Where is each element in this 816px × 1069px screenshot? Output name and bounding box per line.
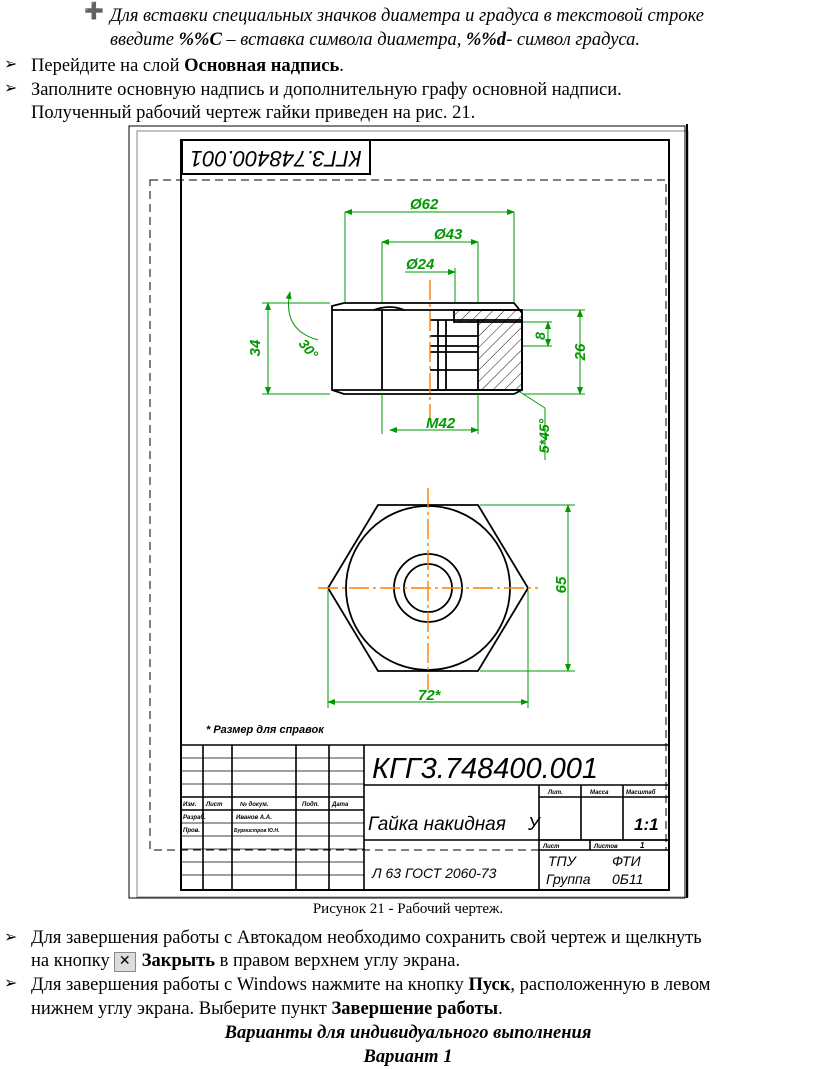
text-line: Для завершения работы с Windows нажмите …	[31, 973, 711, 997]
text-span: – вставка символа диаметра,	[221, 30, 466, 50]
dim-chamfer: 5*45°	[536, 418, 552, 453]
dim-d24: Ø24	[406, 256, 435, 273]
dim-d26: 26	[572, 343, 589, 361]
text-span: в правом верхнем углу экрана.	[215, 951, 461, 971]
row-prov-name: Бурмистров Ю.Н.	[234, 828, 279, 834]
header-sheets: Листов	[593, 844, 618, 850]
text-span: Пуск	[468, 975, 511, 995]
reference-note: * Размер для справок	[206, 724, 325, 736]
org-1: ТПУ	[548, 853, 578, 869]
text-line: Перейдите на слой Основная надпись.	[31, 54, 344, 78]
code-box-top	[181, 139, 371, 175]
row-izm: Изм.	[183, 802, 197, 808]
scale-value: 1:1	[634, 815, 659, 834]
text-span: , расположенную в левом	[510, 975, 711, 995]
dimensions-top	[327, 504, 575, 708]
dim-d62: Ø62	[410, 196, 439, 213]
chevron-bullet-icon: ➢	[4, 929, 18, 946]
text-span: введите	[110, 30, 179, 50]
text-span: %%d	[465, 30, 507, 50]
material-value: Л 63 ГОСТ 2060-73	[371, 865, 497, 881]
code-top-label: КГГ3.748400.001	[190, 146, 361, 171]
chevron-bullet-icon: ➢	[4, 975, 18, 992]
sheets-count: 1	[640, 841, 645, 850]
org-2: ФТИ	[612, 853, 642, 869]
section-heading: Варианты для индивидуального выполнения	[224, 1023, 592, 1043]
text-span: Закрыть	[141, 951, 216, 971]
front-view	[331, 302, 523, 395]
text-span: - символ градуса.	[506, 30, 641, 50]
text-span: Основная надпись	[184, 56, 340, 76]
text-span: на кнопку	[31, 951, 110, 971]
text-line: на кнопку✕Закрыть в правом верхнем углу …	[31, 949, 460, 973]
letter-value: У	[527, 814, 541, 834]
text-line: Заполните основную надпись и дополнитель…	[31, 80, 622, 100]
header-lit: Лит.	[547, 790, 563, 796]
group-number: 0Б11	[612, 871, 643, 887]
print-area	[149, 179, 667, 851]
group-label: Группа	[546, 871, 591, 887]
text-span: %%С	[178, 30, 222, 50]
title-block	[181, 744, 669, 890]
dim-m42: M42	[426, 415, 456, 432]
close-icon[interactable]: ✕	[113, 951, 136, 972]
header-mass: Масса	[590, 790, 609, 796]
text-span: Для завершения работы с Windows нажмите …	[31, 975, 469, 995]
title-block-rows	[181, 757, 364, 876]
text-span: нижнем углу экрана. Выберите пункт	[31, 999, 332, 1019]
text-line: нижнем углу экрана. Выберите пункт Завер…	[31, 997, 503, 1021]
chevron-bullet-icon: ➢	[4, 56, 18, 73]
dim-d43: Ø43	[434, 226, 463, 243]
dim-h34: 34	[247, 339, 264, 356]
text-line: Для вставки специальных значков диаметра…	[110, 6, 705, 26]
drawing-border	[180, 139, 670, 891]
row-prov: Пров.	[183, 828, 200, 834]
dimensions-front	[262, 209, 585, 460]
text-line: Полученный рабочий чертеж гайки приведен…	[31, 103, 476, 123]
text-line: Для завершения работы с Автокадом необхо…	[31, 928, 702, 948]
text-span: Перейдите на слой	[31, 56, 185, 76]
dim-d65: 65	[553, 576, 570, 593]
row-razrab: Разраб.	[183, 814, 206, 821]
arrow-bullet-icon: ➕	[84, 3, 104, 20]
row-sign: Подп.	[302, 802, 319, 808]
row-doc: № докум.	[239, 801, 269, 808]
row-razrab-name: Иванов А.А.	[236, 815, 272, 821]
dim-d72: 72*	[418, 687, 442, 704]
header-scale: Масштаб	[626, 789, 656, 796]
row-list: Лист	[205, 802, 223, 808]
dim-d8: 8	[532, 332, 548, 340]
chevron-bullet-icon: ➢	[4, 80, 18, 97]
title-code: КГГ3.748400.001	[372, 753, 598, 785]
header-sheet: Лист	[542, 844, 560, 850]
text-span: .	[498, 999, 503, 1019]
variant-heading: Вариант 1	[363, 1047, 453, 1067]
part-name: Гайка накидная	[368, 814, 506, 835]
figure-caption: Рисунок 21 - Рабочий чертеж.	[312, 901, 504, 917]
text-line: введите %%С – вставка символа диаметра, …	[110, 28, 640, 52]
row-date: Дата	[331, 802, 349, 808]
text-span: Завершение работы	[331, 999, 499, 1019]
text-span: .	[339, 56, 344, 76]
sheet-frame	[128, 125, 686, 899]
